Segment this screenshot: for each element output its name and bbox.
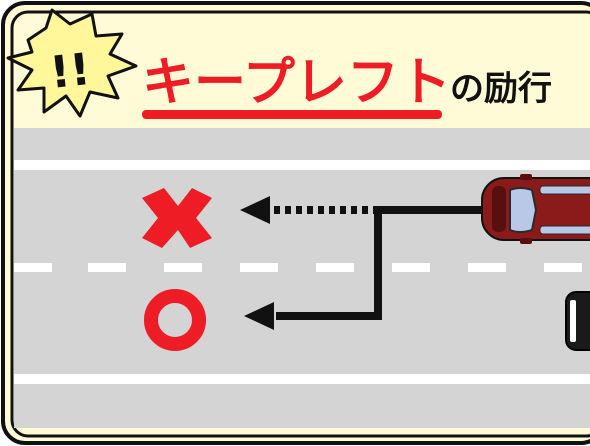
- road-bottom-edge-line: [14, 374, 590, 384]
- title-underline: [142, 110, 442, 119]
- black-car-icon: [565, 291, 590, 351]
- dotted-arrow-icon: [240, 196, 378, 224]
- road-top-edge-line: [14, 160, 590, 170]
- title-suffix: の励行: [450, 69, 552, 109]
- exclamation-burst-icon: !!: [6, 8, 138, 118]
- correct-mark-icon: [144, 289, 206, 351]
- road: [14, 128, 590, 428]
- inner-frame: [10, 10, 590, 438]
- wrong-mark-icon: [142, 188, 212, 248]
- solid-arrow-icon: [244, 206, 482, 330]
- center-lane-dashes: [14, 263, 582, 272]
- title-main: キープレフト: [142, 53, 451, 113]
- red-car-icon: [481, 174, 590, 244]
- exclamation-symbol: !!: [48, 44, 93, 99]
